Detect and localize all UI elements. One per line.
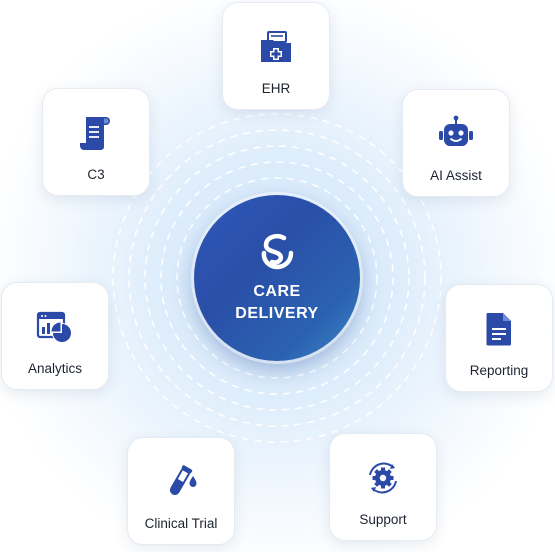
module-card-support[interactable]: Support [329, 433, 437, 541]
module-label-c3: C3 [87, 167, 105, 182]
medical-folder-icon [261, 31, 291, 62]
hub-title-line2: DELIVERY [235, 305, 319, 322]
module-label-support: Support [359, 512, 407, 527]
module-card-ehr[interactable]: EHR [222, 2, 330, 110]
module-label-ai-assist: AI Assist [430, 168, 482, 183]
document-icon [486, 313, 511, 346]
module-card-reporting[interactable]: Reporting [445, 284, 553, 392]
hub-title-line1: CARE [253, 283, 301, 300]
module-card-clinical-trial[interactable]: Clinical Trial [127, 437, 235, 545]
gear-sync-icon [369, 462, 397, 494]
module-card-c3[interactable]: C3 [42, 88, 150, 196]
scroll-icon [80, 117, 110, 150]
test-tube-icon [169, 465, 197, 496]
module-label-ehr: EHR [261, 81, 291, 96]
module-card-ai-assist[interactable]: AI Assist [402, 89, 510, 197]
chart-window-icon [36, 311, 72, 343]
module-label-clinical-trial: Clinical Trial [144, 516, 218, 531]
module-label-analytics: Analytics [27, 361, 83, 376]
module-card-analytics[interactable]: Analytics [1, 282, 109, 390]
module-label-reporting: Reporting [469, 363, 529, 378]
care-delivery-hub: CARE DELIVERY [194, 195, 360, 361]
robot-icon [439, 115, 473, 146]
swirl-logo-icon [261, 234, 294, 270]
